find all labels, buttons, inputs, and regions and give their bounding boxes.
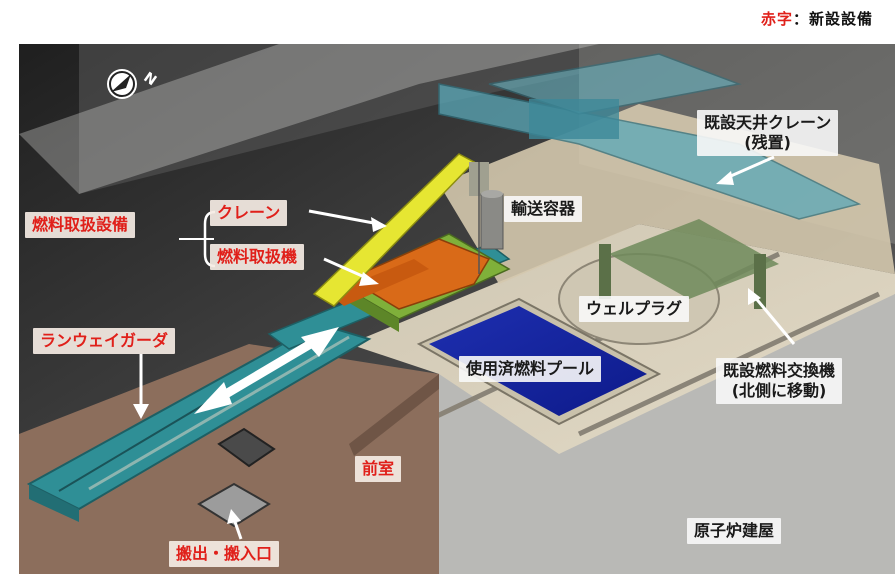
opening-callout-arrow <box>227 509 243 540</box>
label-reactor-building: 原子炉建屋 <box>687 518 782 544</box>
label-existing-overhead-crane: 既設天井クレーン (残置) <box>697 110 839 156</box>
upper-opening <box>217 427 276 468</box>
building-cutaway-illustration: N 燃料取扱設備 クレーン 燃料取扱機 輸送容器 既設天井クレーン (残置) ウ… <box>19 44 895 574</box>
fuel-handling-machine-mast <box>329 259 429 306</box>
north-compass-icon: N <box>107 69 159 99</box>
existing-refueling-machine-line1: 既設燃料交換機 <box>723 361 836 380</box>
fuel-machine-callout-arrow <box>323 257 379 286</box>
bracket <box>203 210 216 268</box>
runway-girder-callout-arrow <box>133 354 149 419</box>
roof-slab <box>19 44 599 194</box>
label-runway-girder: ランウェイガーダ <box>33 328 176 354</box>
fuel-handling-machine <box>347 238 491 310</box>
movement-arrow-line <box>206 332 327 408</box>
existing-refueling-machine <box>609 219 779 299</box>
existing-refueling-machine-line2: (北側に移動) <box>731 381 827 400</box>
label-fuel-handling-machine: 燃料取扱機 <box>210 244 305 270</box>
legend-red-text: 赤字 <box>760 10 793 28</box>
refueling-machine-callout-arrow <box>748 288 796 345</box>
transport-container-top <box>481 190 503 198</box>
label-well-plug: ウェルプラグ <box>579 296 690 322</box>
label-anteroom: 前室 <box>355 456 402 482</box>
existing-overhead-crane-trolley <box>529 99 619 139</box>
runway-rail <box>88 335 350 491</box>
anteroom-edge <box>349 374 439 456</box>
runway-girder-side <box>29 484 79 522</box>
label-carry-in-out-opening: 搬出・搬入口 <box>169 541 280 567</box>
movement-arrow-head-down <box>194 382 232 414</box>
label-fuel-handling-equipment: 燃料取扱設備 <box>25 212 136 238</box>
legend-description: 新設設備 <box>808 10 873 28</box>
carry-in-out-opening <box>197 482 271 528</box>
movement-arrow-head-up <box>301 327 339 357</box>
back-wall-left <box>79 44 579 194</box>
runway-girder <box>26 322 372 511</box>
overhead-crane-callout-arrow <box>716 155 775 185</box>
crane-callout-arrow <box>308 209 387 232</box>
transport-container-body <box>480 193 504 250</box>
refueling-machine-leg <box>599 244 611 299</box>
legend: 赤字：新設設備 <box>761 8 873 29</box>
legend-separator: ： <box>792 10 809 28</box>
existing-overhead-crane-line1: 既設天井クレーン <box>704 113 832 132</box>
label-existing-refueling-machine: 既設燃料交換機 (北側に移動) <box>716 358 843 404</box>
label-crane: クレーン <box>210 200 288 226</box>
label-spent-fuel-pool: 使用済燃料プール <box>459 356 602 382</box>
anteroom-roof <box>19 344 439 574</box>
existing-overhead-crane-line2: (残置) <box>744 133 791 152</box>
label-transport-container: 輸送容器 <box>504 196 583 222</box>
